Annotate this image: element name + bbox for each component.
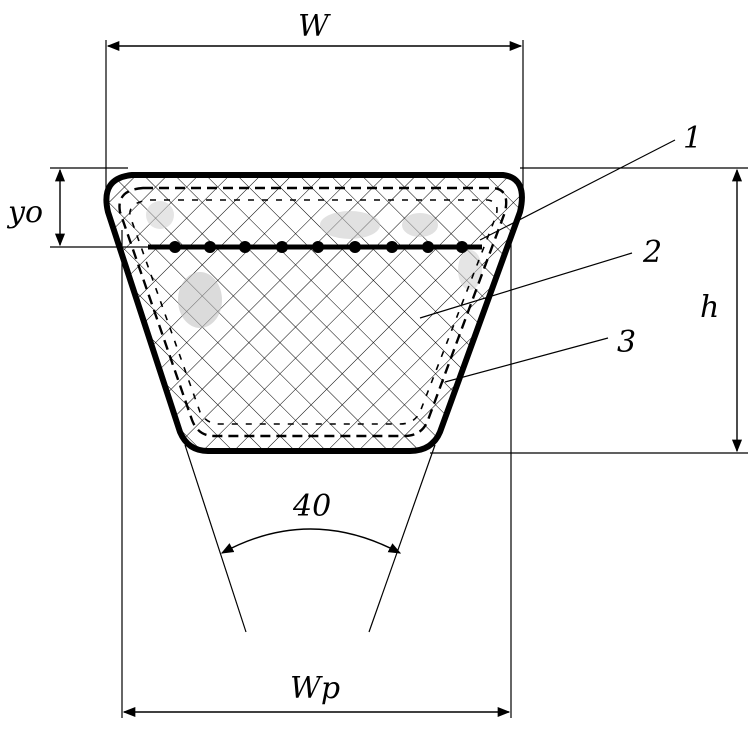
dimension-yo: yo xyxy=(6,167,148,248)
belt-wrapper-inner xyxy=(129,199,498,425)
belt-outer-cover xyxy=(103,172,525,454)
dimension-w: W xyxy=(105,9,524,195)
belt-wrapper-layer xyxy=(118,186,508,438)
dimension-h: h xyxy=(430,167,748,454)
dimension-angle: 40 xyxy=(184,444,436,633)
belt-body xyxy=(103,172,525,454)
scan-smudges xyxy=(146,201,482,328)
angle-label: 40 xyxy=(292,489,331,524)
dimension-wp: Wp xyxy=(121,230,512,718)
part-3-label: 3 xyxy=(617,325,636,360)
part-2-label: 2 xyxy=(642,235,662,270)
leader-part-2: 2 xyxy=(419,235,662,319)
leader-part-1: 1 xyxy=(479,121,702,241)
neutral-offset-label: yo xyxy=(6,195,43,230)
width-pitch-label: Wp xyxy=(290,671,340,706)
leader-part-3: 3 xyxy=(444,325,636,383)
height-label: h xyxy=(700,290,719,325)
part-1-label: 1 xyxy=(683,121,702,156)
width-top-label: W xyxy=(298,9,331,44)
tension-cords xyxy=(169,241,468,253)
